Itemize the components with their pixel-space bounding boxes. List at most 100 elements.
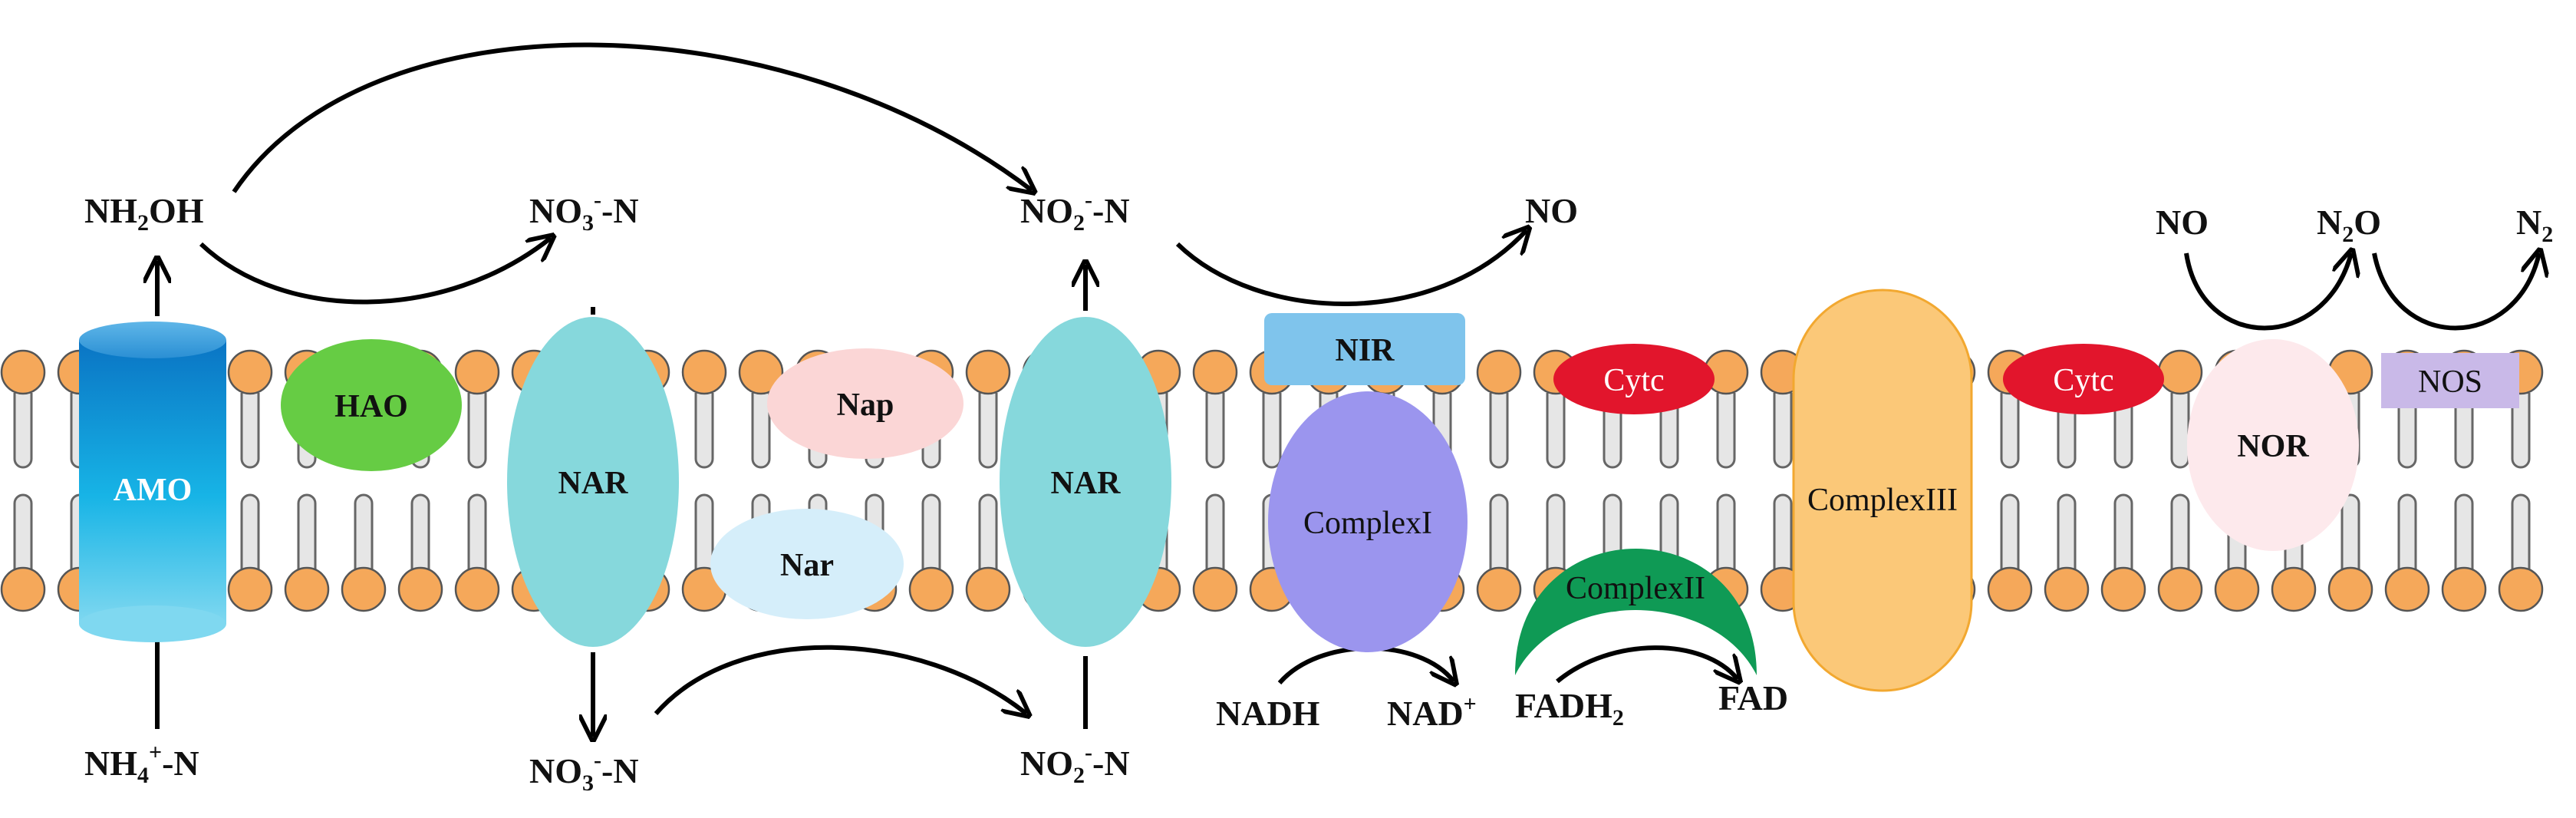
nos-protein: NOS — [2381, 353, 2519, 408]
lipid-head — [908, 566, 954, 612]
lipid-head — [2498, 566, 2544, 612]
complex1-label: ComplexI — [1303, 506, 1432, 541]
lipid-head — [738, 349, 784, 395]
lipid-tail — [2397, 393, 2417, 469]
no2-top-label: NO2--N — [1020, 187, 1130, 236]
lipid-tail — [694, 393, 714, 469]
lipid-head — [1987, 566, 2033, 612]
lipid-tail — [1489, 393, 1509, 469]
n2-label: N2 — [2516, 203, 2553, 247]
lipid-head — [2214, 566, 2260, 612]
fad-label: FAD — [1718, 678, 1788, 717]
arrow-no3-to-no2-bottom — [654, 645, 1026, 714]
lipid-tail — [2397, 493, 2417, 569]
complex3-protein: ComplexIII — [1792, 289, 1973, 692]
lipid-tail — [2454, 493, 2474, 569]
lipid-tail — [240, 493, 260, 569]
lipid-tail — [354, 493, 374, 569]
lipid-head — [2157, 349, 2203, 395]
lipid-head — [2100, 566, 2146, 612]
lipid-tail — [297, 493, 317, 569]
lipid-head — [1192, 566, 1238, 612]
no3-top-label: NO3--N — [529, 187, 639, 236]
reaction-arrows — [157, 42, 2539, 737]
nh4-label: NH4+-N — [84, 740, 199, 788]
lipid-tail — [751, 393, 771, 469]
hao-label: HAO — [334, 389, 408, 424]
lipid-tail — [2000, 493, 2020, 569]
lipid-head — [454, 566, 500, 612]
lipid-tail — [467, 393, 487, 469]
lipid-head — [2441, 566, 2487, 612]
nar-small-protein: Nar — [710, 509, 904, 619]
lipid-tail — [1716, 393, 1736, 469]
lipid-tail — [2340, 493, 2360, 569]
lipid-tail — [2170, 493, 2190, 569]
lipid-tail — [1489, 493, 1509, 569]
lipid-tail — [1546, 393, 1566, 469]
complex2-protein: ComplexII — [1515, 549, 1757, 675]
lipid-head — [965, 566, 1011, 612]
lipid-head — [227, 566, 273, 612]
n2o-label: N2O — [2317, 203, 2381, 247]
arrow-no-to-n2o — [2184, 253, 2351, 331]
lipid-head — [454, 349, 500, 395]
nap-label: Nap — [837, 388, 894, 423]
arrow-nh2oh-to-no2-top — [232, 42, 1032, 192]
arrow-n2o-to-n2 — [2372, 253, 2539, 331]
lipid-tail — [467, 493, 487, 569]
nar-right-label: NAR — [1051, 466, 1122, 501]
fadh2-label: FADH2 — [1515, 686, 1624, 731]
lipid-head — [2384, 566, 2430, 612]
no3-bottom-label: NO3--N — [529, 747, 639, 796]
lipid-head — [2327, 566, 2373, 612]
no-top-label: NO — [1525, 191, 1578, 230]
lipid-tail — [1716, 493, 1736, 569]
lipid-tail — [1659, 493, 1679, 569]
nor-label: NOR — [2237, 429, 2309, 464]
complex3-label: ComplexIII — [1807, 483, 1958, 518]
lipid-tail — [1773, 393, 1793, 469]
lipid-tail — [1205, 393, 1225, 469]
lipid-tail — [1262, 393, 1282, 469]
arrow-nadh-to-nad — [1277, 645, 1454, 683]
nar-small-label: Nar — [780, 548, 834, 583]
lipid-head — [681, 349, 727, 395]
lipid-head — [2044, 566, 2090, 612]
lipid-head — [1192, 349, 1238, 395]
cytc-right-label: Cytc — [2053, 363, 2113, 398]
cytc-left-protein: Cytc — [1553, 344, 1715, 414]
lipid-head — [1476, 349, 1522, 395]
lipid-head — [227, 349, 273, 395]
complex2-label: ComplexII — [1566, 571, 1705, 606]
lipid-tail — [694, 493, 714, 569]
nir-protein: NIR — [1264, 313, 1465, 385]
arrow-no2-to-no — [1175, 230, 1527, 306]
lipid-tail — [1205, 493, 1225, 569]
lipid-head — [0, 566, 46, 612]
lipid-tail — [410, 493, 430, 569]
lipid-tail — [2454, 393, 2474, 469]
nar-left-label: NAR — [558, 466, 629, 501]
cytc-left-label: Cytc — [1603, 363, 1664, 398]
lipid-tail — [1773, 493, 1793, 569]
lipid-tail — [978, 493, 998, 569]
lipid-tail — [978, 393, 998, 469]
lipid-tail — [13, 393, 33, 469]
nor-protein: NOR — [2187, 339, 2359, 551]
no-right-label: NO — [2156, 203, 2209, 242]
lipid-tail — [2170, 393, 2190, 469]
lipid-tail — [2113, 393, 2133, 469]
lipid-head — [284, 566, 330, 612]
lipid-tail — [2511, 393, 2531, 469]
lipid-head — [2271, 566, 2317, 612]
nh2oh-label: NH2OH — [84, 191, 204, 236]
arrow-nh2oh-to-no3-top — [199, 238, 551, 305]
lipid-tail — [1546, 493, 1566, 569]
cytc-right-protein: Cytc — [2003, 344, 2164, 414]
lipid-tail — [2057, 493, 2077, 569]
complex1-protein: ComplexI — [1268, 391, 1468, 652]
amo-label: AMO — [114, 473, 193, 508]
lipid-tail — [240, 393, 260, 469]
lipid-tail — [2000, 393, 2020, 469]
